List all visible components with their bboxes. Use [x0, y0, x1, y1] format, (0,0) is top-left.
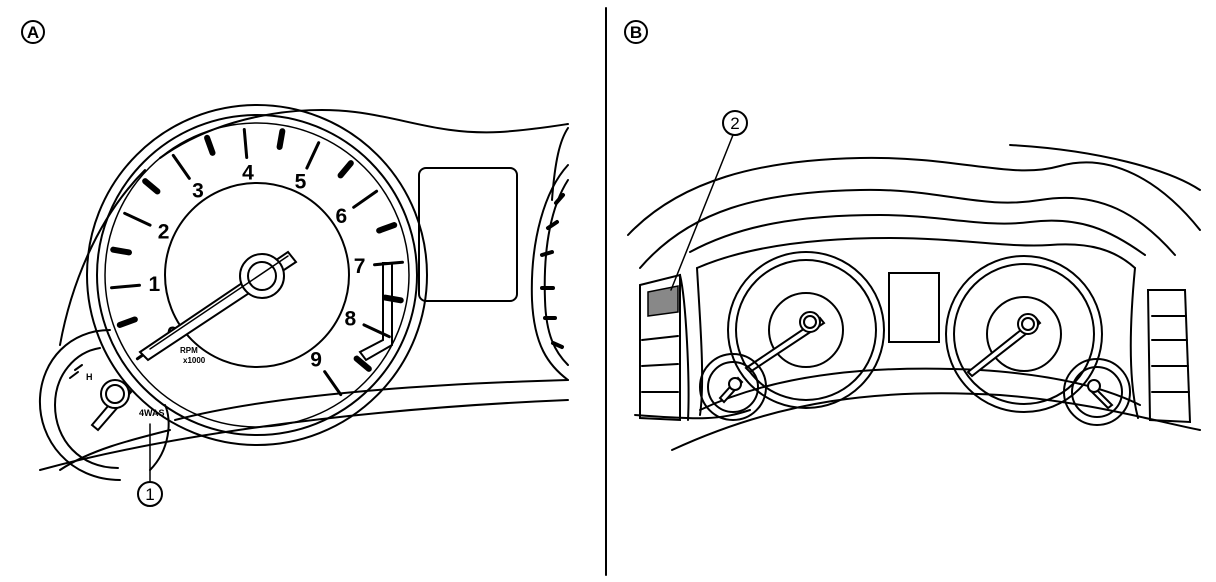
- tach-tick: [110, 283, 141, 290]
- tach-tick: [362, 323, 391, 339]
- highlighted-switch: [647, 285, 679, 317]
- temp-h-mark: H: [86, 372, 93, 382]
- rpm-multiplier-label: x1000: [183, 356, 206, 365]
- center-display-b: [888, 272, 940, 343]
- dash-hood-outline-b: [627, 144, 1201, 451]
- tachometer: 0123456789 RPM x1000: [86, 104, 428, 446]
- tach-tick: [276, 128, 286, 150]
- tach-tick: [337, 160, 354, 179]
- tach-tick: [376, 222, 398, 234]
- tach-number: 3: [192, 180, 204, 203]
- temperature-gauge: H: [38, 329, 170, 481]
- speedometer-partial: [530, 164, 569, 381]
- tach-tick: [110, 246, 132, 256]
- tach-tick: [123, 211, 152, 227]
- tach-number: 6: [336, 205, 348, 228]
- panel-b-letter: B: [630, 23, 642, 42]
- panel-a-letter: A: [27, 23, 39, 42]
- right-small-gauge: [1063, 358, 1131, 426]
- tach-number: 2: [158, 220, 170, 243]
- panel-a-label: A: [21, 20, 45, 44]
- tach-number: 4: [242, 161, 254, 184]
- tach-number: 1: [149, 273, 161, 296]
- right-switch-bank: [1129, 267, 1192, 424]
- tach-number: 5: [295, 171, 307, 194]
- tach-number: 7: [354, 255, 366, 278]
- right-main-gauge: [945, 255, 1103, 413]
- tach-tick: [204, 134, 216, 156]
- left-main-gauge: [727, 251, 885, 409]
- tach-tick: [305, 141, 321, 170]
- tach-tick: [116, 316, 138, 328]
- callout-2: 2: [722, 110, 748, 136]
- tach-number: 8: [345, 308, 357, 331]
- redline-zone: [358, 262, 393, 362]
- panel-a: A 0123456789 RPM x1000: [21, 20, 569, 507]
- rpm-label: RPM: [180, 346, 198, 355]
- dash-hood-outline: [39, 108, 569, 471]
- tach-tick: [323, 370, 343, 397]
- tach-tick: [353, 355, 372, 372]
- tach-tick: [242, 128, 249, 159]
- callout-2-leader: [670, 134, 734, 291]
- callout-1-number: 1: [145, 485, 154, 504]
- tach-numbers: 0123456789: [149, 161, 366, 371]
- center-display-a: [418, 167, 518, 302]
- tach-tick: [352, 189, 379, 209]
- callout-2-number: 2: [730, 114, 739, 133]
- tach-ticks: [110, 128, 404, 397]
- indicator-4was-label: 4WAS: [139, 408, 165, 418]
- callout-1: 1: [137, 481, 163, 507]
- tach-tick: [142, 178, 161, 195]
- panel-b-label: B: [624, 20, 648, 44]
- left-small-gauge: [699, 353, 767, 421]
- left-switch-bank: [639, 267, 704, 422]
- tach-number: 9: [310, 348, 322, 371]
- tach-needle: [138, 250, 298, 362]
- tach-tick: [171, 153, 191, 180]
- panel-b: B: [624, 20, 1201, 451]
